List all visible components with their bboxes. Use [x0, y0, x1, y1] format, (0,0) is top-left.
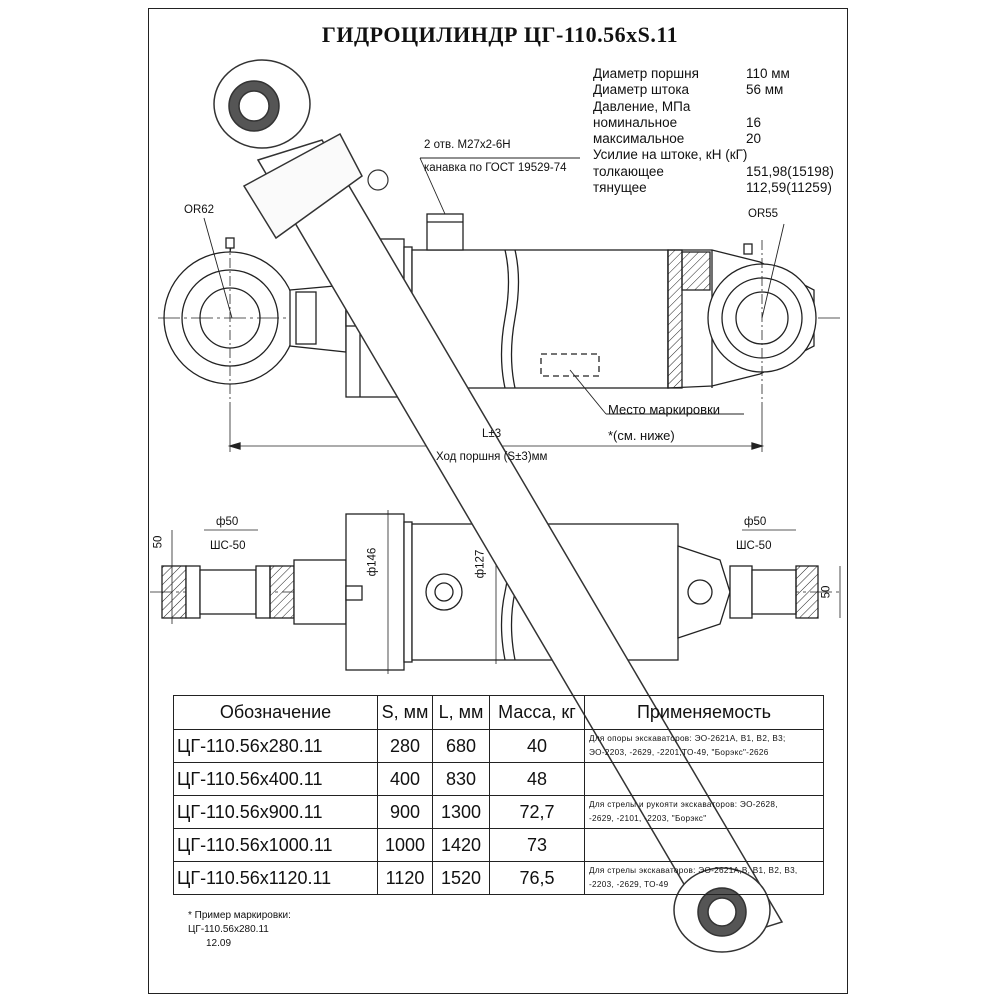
marking-place-label: Место маркировки [608, 402, 721, 417]
width-right-label: 50 [820, 585, 833, 599]
table-row: ЦГ-110.56х900.11 900 1300 72,7 Для стрел… [173, 795, 824, 829]
applicability-cell: Для опоры экскаваторов: ЭО-2621А, В1, В2… [584, 729, 824, 763]
length-label: L±3 [482, 428, 502, 440]
marking-ref-label: *(см. ниже) [608, 428, 675, 443]
bearing-left-label: ШС-50 [210, 540, 246, 552]
groove-label: канавка по ГОСТ 19529-74 [424, 162, 567, 174]
bearing-right-label: ШС-50 [736, 540, 772, 552]
port-label: 2 отв. М27х2-6Н [424, 139, 511, 151]
width-left-label: 50 [152, 535, 165, 549]
applicability-cell: Для стрелы и рукояти экскаваторов: ЭО-26… [584, 795, 824, 829]
drawing-sheet [148, 8, 848, 994]
radius-left-label: OR62 [184, 204, 215, 216]
col-header: S, мм [377, 695, 433, 730]
variants-table: Обозначение S, мм L, мм Масса, кг Примен… [173, 695, 824, 895]
col-header: Применяемость [584, 695, 824, 730]
pin-left-label: ф50 [216, 516, 239, 528]
applicability-cell [584, 762, 824, 796]
spec-row: Усилие на штоке, кН (кГ) [593, 147, 748, 163]
page-title: ГИДРОЦИЛИНДР ЦГ-110.56хS.11 [321, 22, 679, 47]
table-row: ЦГ-110.56х400.11 400 830 48 [173, 762, 824, 796]
col-header: Масса, кг [489, 695, 585, 730]
table-row: ЦГ-110.56х1120.11 1120 1520 76,5 Для стр… [173, 861, 824, 895]
col-header: L, мм [432, 695, 490, 730]
table-row: ЦГ-110.56х1000.11 1000 1420 73 [173, 828, 824, 862]
stroke-label: Ход поршня (S±3)мм [436, 451, 548, 463]
plan-view [150, 510, 842, 674]
col-header: Обозначение [173, 695, 378, 730]
diameter-127-label: ф127 [474, 549, 487, 579]
pin-right-label: ф50 [744, 516, 767, 528]
radius-right-label: OR55 [748, 208, 779, 220]
table-row: ЦГ-110.56х280.11 280 680 40 Для опоры эк… [173, 729, 824, 763]
port-circle [425, 573, 463, 611]
marking-example-note: * Пример маркировки: ЦГ-110.56х280.11 12… [188, 910, 291, 949]
table-header: Обозначение S, мм L, мм Масса, кг Примен… [173, 695, 824, 730]
applicability-cell [584, 828, 824, 862]
oil-port [426, 213, 464, 251]
spec-row: Давление, МПа [593, 98, 691, 114]
applicability-cell: Для стрелы экскаваторов: ЭО-2621А,В, В1,… [584, 861, 824, 895]
diameter-146-label: ф146 [366, 547, 379, 577]
